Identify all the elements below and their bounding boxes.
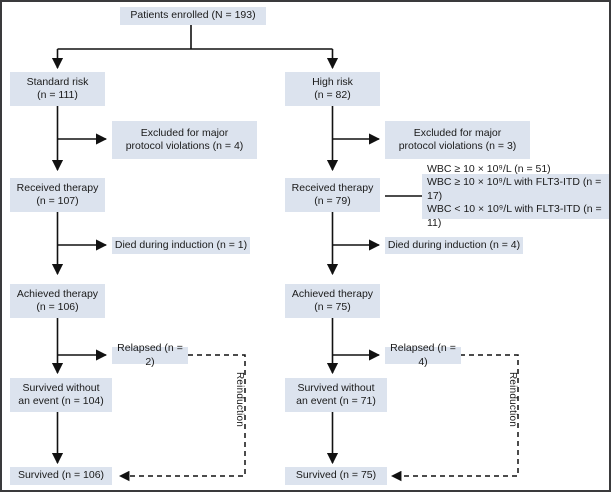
box-patients-enrolled: Patients enrolled (N = 193) <box>120 7 266 25</box>
box-high-risk: High risk (n = 82) <box>285 72 380 106</box>
box-died-induction-high: Died during induction (n = 4) <box>385 237 523 254</box>
wbc-line-2: WBC ≥ 10 × 10⁹/L with FLT3-ITD (n = 17) <box>427 176 602 202</box>
reinduction-label-standard: Reinduction <box>234 372 245 428</box>
box-survived-standard: Survived (n = 106) <box>10 467 112 485</box>
box-survived-high: Survived (n = 75) <box>285 467 387 485</box>
box-excluded-standard: Excluded for major protocol violations (… <box>112 121 257 159</box>
wbc-line-1: WBC ≥ 10 × 10⁹/L (n = 51) <box>427 162 551 175</box>
box-achieved-therapy-high: Achieved therapy (n = 75) <box>285 284 380 318</box>
box-relapsed-standard: Relapsed (n = 2) <box>112 342 188 368</box>
box-wbc-annotation: WBC ≥ 10 × 10⁹/L (n = 51) WBC ≥ 10 × 10⁹… <box>422 163 609 229</box>
box-excluded-high: Excluded for major protocol violations (… <box>385 121 530 159</box>
box-survived-without-event-high: Survived without an event (n = 71) <box>285 378 387 412</box>
reinduction-label-high: Reinduction <box>507 372 518 428</box>
box-achieved-therapy-standard: Achieved therapy (n = 106) <box>10 284 105 318</box>
wbc-line-3: WBC < 10 × 10⁹/L with FLT3-ITD (n = 11) <box>427 203 602 229</box>
box-died-induction-standard: Died during induction (n = 1) <box>112 237 250 254</box>
box-relapsed-high: Relapsed (n = 4) <box>385 342 461 368</box>
box-received-therapy-standard: Received therapy (n = 107) <box>10 178 105 212</box>
box-received-therapy-high: Received therapy (n = 79) <box>285 178 380 212</box>
box-standard-risk: Standard risk (n = 111) <box>10 72 105 106</box>
box-survived-without-event-standard: Survived without an event (n = 104) <box>10 378 112 412</box>
